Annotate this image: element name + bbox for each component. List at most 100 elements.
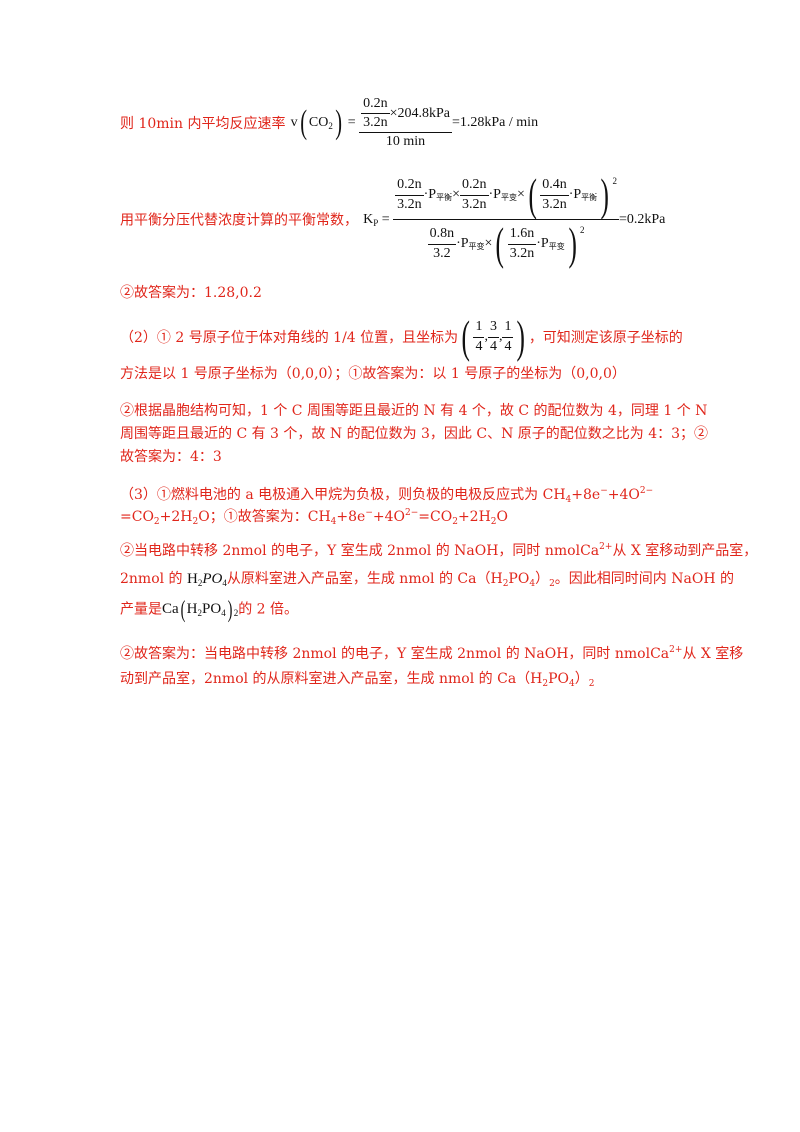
- para2-text-b: ，可知测定该原子坐标的: [528, 330, 683, 346]
- p5-l2-sub2: 2: [502, 579, 509, 589]
- p6-l1-a: ②故答案为：当电路中转移 2nmol 的电子，Y 室生成 2nmol 的 NaO…: [120, 646, 670, 662]
- coord-paren-open: (: [461, 311, 471, 362]
- rate-v: v: [290, 115, 298, 131]
- p4-l2-sub2a: 2: [153, 517, 160, 527]
- coord-num-2: 3: [487, 319, 499, 338]
- coord-num-3: 1: [502, 319, 514, 338]
- rate-co2: CO: [308, 115, 329, 131]
- kp-dp2: ·P: [536, 236, 549, 252]
- kp-frac3-num: 0.4n: [540, 177, 569, 196]
- kp-subscript: P: [373, 217, 379, 228]
- p5-l1-b: 从 X 室移动到产品室，: [612, 543, 758, 559]
- kp-d2-num: 1.6n: [507, 226, 537, 245]
- kp-bparen-open: (: [528, 169, 537, 220]
- p4-l2-c: O；①故答案为：CH: [198, 509, 331, 525]
- p4-l2-sup2minus: 2−: [405, 508, 419, 518]
- kp-p1-sub: 平衡: [436, 193, 453, 203]
- p6-l2-b: PO: [548, 671, 570, 687]
- rate-result: =1.28kPa / min: [452, 115, 539, 131]
- rate-fraction: 0.2n 3.2n ×204.8kPa 10 min: [359, 96, 452, 150]
- kp-dparen-close: ): [568, 218, 577, 269]
- coord-num-1: 1: [473, 319, 485, 338]
- p4-l2-e: +4O: [372, 509, 405, 525]
- p4-l1-c: +4O: [607, 487, 640, 503]
- kp-frac3-den: 3.2n: [542, 196, 567, 212]
- ca-paren-close: ): [227, 597, 233, 623]
- rate-inner-num: 0.2n: [361, 96, 390, 115]
- para5-line3: 产量是Ca(H2PO4)2的 2 倍。: [120, 598, 298, 622]
- p4-l1-b: +8e: [571, 487, 601, 503]
- p4-l1-a: （3）①燃料电池的 a 电极通入甲烷为负极，则负极的电极反应式为 CH: [120, 487, 566, 503]
- kp-d1-den: 3.2: [433, 245, 451, 261]
- kp-square-1: 2: [612, 176, 617, 187]
- para6-line1: ②故答案为：当电路中转移 2nmol 的电子，Y 室生成 2nmol 的 NaO…: [120, 643, 743, 663]
- p5-l1-sup2plus: 2+: [599, 542, 613, 552]
- p5-l3-b: 的 2 倍。: [238, 601, 299, 618]
- ca-sub2: 2: [197, 608, 203, 619]
- para3-line2: 周围等距且最近的 C 有 3 个，故 N 的配位数为 3，因此 C、N 原子的配…: [120, 426, 709, 442]
- para6-line2: 动到产品室，2nmol 的从原料室进入产品室，生成 nmol 的 Ca（H2PO…: [120, 668, 594, 689]
- para2-line2: 方法是以 1 号原子坐标为（0,0,0）；①故答案为：以 1 号原子的坐标为（0…: [120, 366, 626, 382]
- rate-inner-den: 3.2n: [363, 115, 388, 131]
- coord-den-3: 4: [504, 338, 512, 354]
- p5-l2-b: 从原料室进入产品室，生成 nmol 的 Ca（H: [226, 571, 503, 587]
- ca-paren-open: (: [180, 597, 186, 623]
- kp-dparen-open: (: [495, 218, 505, 269]
- p4-l1-supminus: −: [600, 486, 608, 496]
- kp-square-2: 2: [580, 225, 585, 236]
- rate-multiplier: ×204.8kPa: [389, 105, 450, 121]
- paren-close: ): [335, 104, 342, 142]
- p5-l2-sub2b: 2: [549, 579, 555, 589]
- p4-l2-sub2c: 2: [452, 517, 458, 527]
- p5-l2-e: 。因此相同时间内 NaOH 的: [554, 571, 734, 587]
- para5-line1: ②当电路中转移 2nmol 的电子，Y 室生成 2nmol 的 NaOH，同时 …: [120, 540, 757, 560]
- coord-paren-close: ): [516, 311, 526, 362]
- kp-dp2-sub: 平变: [548, 242, 565, 252]
- kp-p2-sub: 平变: [500, 193, 517, 203]
- coord-den-2: 4: [489, 338, 497, 354]
- kp-d2-den: 3.2n: [509, 245, 535, 261]
- rate-eq-sign: =: [347, 115, 356, 131]
- rate-inner-fraction: 0.2n 3.2n: [361, 96, 390, 131]
- kp-frac2-num: 0.2n: [460, 177, 489, 196]
- para3-line3: 故答案为：4：3: [120, 449, 222, 465]
- p4-l2-a: =CO: [120, 509, 154, 525]
- p4-l2-g: +2H: [457, 509, 491, 525]
- kp-frac1-den: 3.2n: [397, 196, 422, 212]
- kp-frac2-den: 3.2n: [462, 196, 487, 212]
- kp-p2: ·P: [488, 187, 501, 203]
- coord-den-1: 4: [475, 338, 483, 354]
- p6-l1-sup2plus: 2+: [669, 645, 683, 655]
- kp-result: =0.2kPa: [618, 211, 666, 227]
- p5-l2-d: ）: [535, 571, 550, 587]
- kp-p1: ·P: [423, 187, 437, 203]
- h2po4-h: H: [187, 571, 198, 587]
- p6-l2-a: 动到产品室，2nmol 的从原料室进入产品室，生成 nmol 的 Ca（H: [120, 671, 543, 687]
- p4-l1-sup2minus: 2−: [639, 486, 654, 496]
- p4-l2-sub4: 4: [330, 517, 337, 527]
- kp-p3: ·P: [568, 187, 582, 203]
- p4-l2-d: +8e: [336, 509, 366, 525]
- ca-sub2-outer: 2: [233, 608, 239, 619]
- p4-l2-h: O: [496, 509, 509, 525]
- rate-co2-sub: 2: [328, 121, 333, 132]
- rate-label: 则 10min 内平均反应速率: [120, 116, 286, 133]
- kp-label: 用平衡分压代替浓度计算的平衡常数，: [120, 212, 358, 229]
- p6-l2-sub2: 2: [542, 679, 549, 689]
- rate-equation: 则 10min 内平均反应速率 v(CO2) = 0.2n 3.2n ×204.…: [120, 96, 538, 150]
